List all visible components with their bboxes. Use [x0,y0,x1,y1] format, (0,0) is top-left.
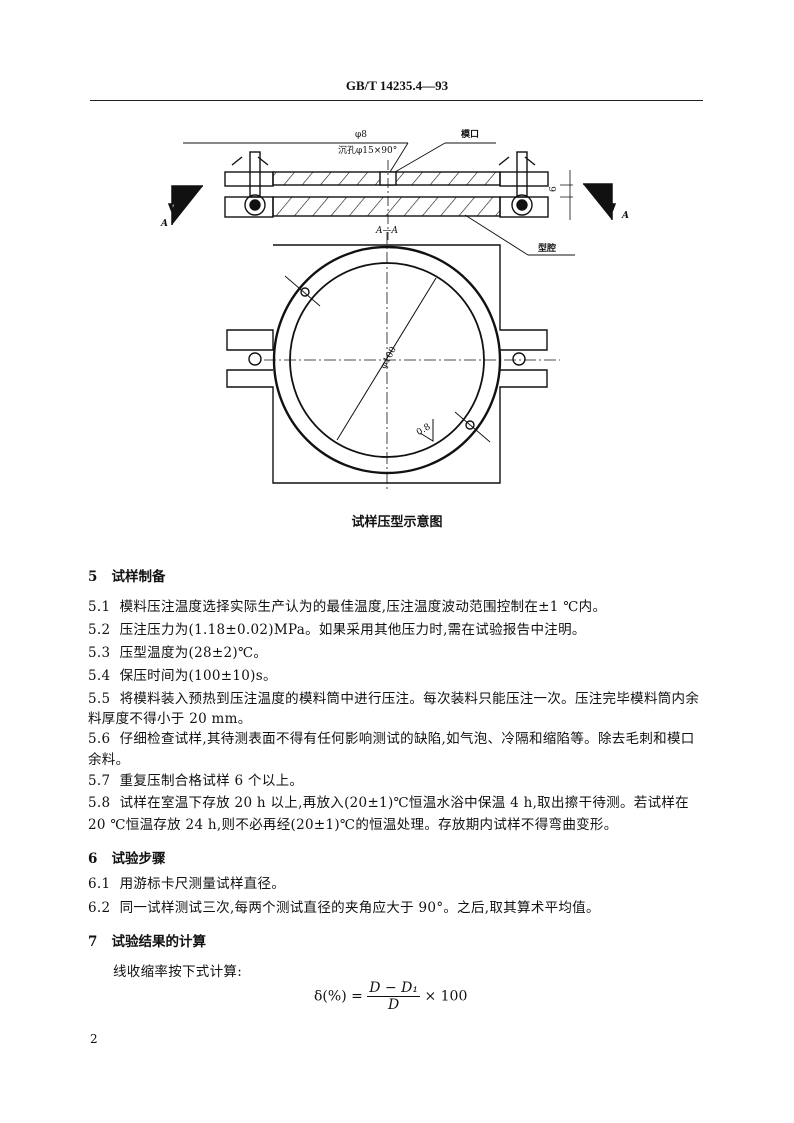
item-5-6-cont: 余料。 [88,752,130,768]
formula-numerator: D − D₁ [367,980,420,997]
label-section-left: A [160,219,168,229]
mold-diagram: φ8 沉孔φ15×90° 模口 6 A A A—A 型腔 φ100 0.8 [160,128,629,490]
formula-denominator: D [388,997,400,1013]
header-rule [90,100,703,101]
formula-rhs: × 100 [424,988,468,1005]
plan-view [226,232,560,490]
label-countersink: 沉孔φ15×90° [338,145,397,156]
label-section-title: A—A [375,226,398,236]
label-gate: 模口 [461,128,479,140]
label-hole-dia: φ8 [355,130,367,140]
item-5-6: 5.6 仔细检查试样,其待测表面不得有任何影响测试的缺陷,如气泡、冷隔和缩陷等。… [88,731,695,747]
item-5-2: 5.2 压注压力为(1.18±0.02)MPa。如果采用其他压力时,需在试验报告… [88,622,586,638]
formula-lhs: δ(%) = [314,988,363,1005]
item-5-5: 5.5 将模料装入预热到压注温度的模料筒中进行压注。每次装料只能压注一次。压注完… [88,691,700,707]
item-6-1: 6.1 用游标卡尺测量试样直径。 [88,876,286,892]
section-5-heading: 5 试样制备 [88,569,166,585]
figure-caption: 试样压型示意图 [351,515,443,530]
item-5-8: 5.8 试样在室温下存放 20 h 以上,再放入(20±1)℃恒温水浴中保温 4… [88,795,689,811]
label-thickness: 6 [549,186,559,192]
item-5-4: 5.4 保压时间为(100±10)s。 [88,668,277,684]
label-cavity: 型腔 [538,242,556,254]
formula-intro: 线收缩率按下式计算: [113,964,243,980]
page-number: 2 [90,1032,98,1046]
item-5-5-cont: 料厚度不得小于 20 mm。 [88,711,252,727]
label-section-right: A [621,211,629,221]
section-6-heading: 6 试验步骤 [88,851,166,867]
item-5-1: 5.1 模料压注温度选择实际生产认为的最佳温度,压注温度波动范围控制在±1 ℃内… [88,599,607,615]
standard-header: GB/T 14235.4—93 [345,78,449,93]
item-5-7: 5.7 重复压制合格试样 6 个以上。 [88,773,304,789]
section-7-heading: 7 试验结果的计算 [88,934,207,950]
item-5-3: 5.3 压型温度为(28±2)℃。 [88,645,268,661]
item-6-2: 6.2 同一试样测试三次,每两个测试直径的夹角应大于 90°。之后,取其算术平均… [88,900,600,916]
section-view [167,142,617,256]
item-5-8-cont: 20 ℃恒温存放 24 h,则不必再经(20±1)℃的恒温处理。存放期内试样不得… [88,817,618,833]
